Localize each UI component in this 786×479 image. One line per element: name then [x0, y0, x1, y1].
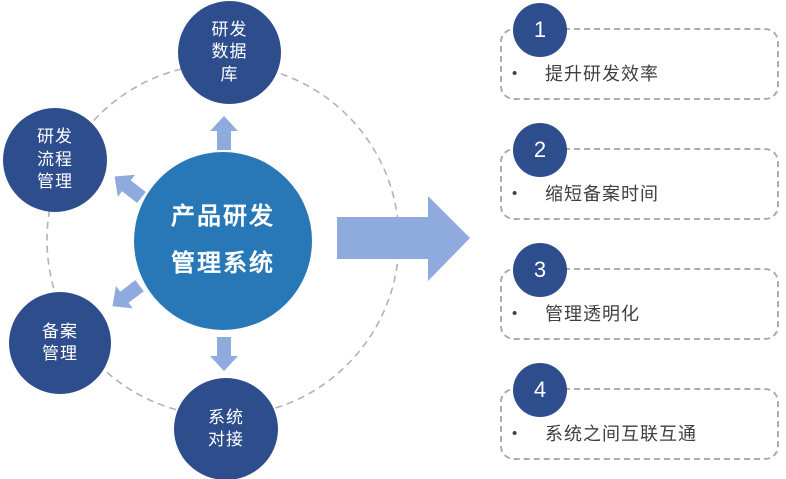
node-label-line: 研发	[211, 19, 248, 39]
bullet-icon: •	[512, 424, 518, 442]
benefit-item: 3 • 管理透明化	[490, 240, 786, 358]
node-filing-management: 备案 管理	[9, 292, 111, 394]
benefit-text: 系统之间互联互通	[545, 424, 697, 444]
node-rd-database: 研发 数据 库	[178, 1, 281, 104]
node-label-line: 流程	[37, 149, 73, 169]
benefit-dashed-box	[500, 28, 779, 100]
center-label-line: 管理系统	[171, 250, 275, 277]
center-label-line: 产品研发	[171, 203, 275, 231]
benefit-item: 1 • 提升研发效率	[490, 0, 786, 118]
benefit-text-row: • 管理透明化	[512, 300, 640, 326]
benefit-item: 4 • 系统之间互联互通	[490, 360, 786, 478]
benefit-text: 管理透明化	[545, 304, 640, 324]
node-label-line: 管理	[42, 344, 78, 363]
benefit-text: 缩短备案时间	[545, 184, 659, 204]
node-label-line: 研发	[37, 127, 73, 147]
node-system-integration: 系统 对接	[174, 378, 278, 479]
node-label-line: 数据	[211, 42, 248, 62]
big-right-arrow-icon	[337, 196, 470, 281]
bullet-icon: •	[512, 184, 518, 202]
arrow-down-icon	[210, 337, 238, 371]
node-label-line: 管理	[37, 172, 73, 192]
benefit-number-badge: 4	[513, 363, 567, 417]
arrow-up-icon	[210, 116, 238, 150]
bullet-icon: •	[512, 304, 518, 322]
benefit-item: 2 • 缩短备案时间	[490, 120, 786, 238]
bullet-icon: •	[512, 64, 518, 82]
benefit-number-badge: 3	[513, 243, 567, 297]
benefit-text: 提升研发效率	[545, 64, 659, 84]
center-circle-product-rd-system: 产品研发 管理系统	[134, 152, 312, 330]
node-rd-process-management: 研发 流程 管理	[3, 108, 107, 212]
benefit-text-row: • 系统之间互联互通	[512, 420, 697, 446]
node-label-line: 对接	[208, 430, 244, 449]
benefit-number-badge: 2	[513, 123, 567, 177]
benefit-dashed-box	[500, 388, 779, 460]
arrow-lower-left-icon	[112, 280, 144, 309]
benefit-text-row: • 提升研发效率	[512, 60, 659, 86]
benefit-text-row: • 缩短备案时间	[512, 180, 659, 206]
benefit-dashed-box	[500, 268, 779, 340]
arrow-upper-left-icon	[114, 174, 146, 203]
node-label-line: 备案	[42, 321, 78, 341]
benefit-number-badge: 1	[513, 3, 567, 57]
node-label-line: 系统	[208, 407, 244, 427]
node-label-line: 库	[220, 64, 239, 84]
benefit-dashed-box	[500, 148, 779, 220]
